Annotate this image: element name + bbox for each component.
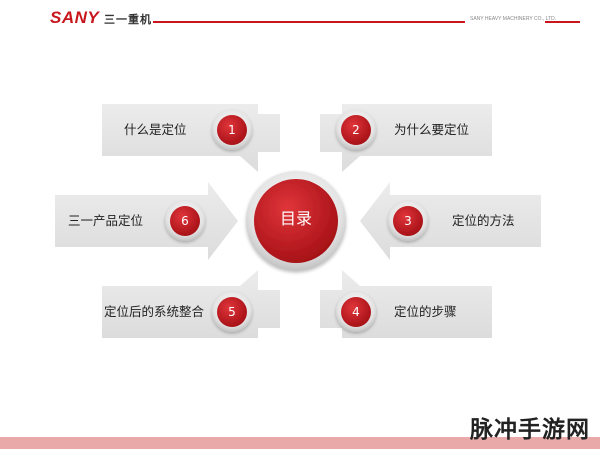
item-6-panel (55, 182, 238, 260)
header-rule (153, 21, 465, 23)
company-name: SANY HEAVY MACHINERY CO., LTD. (470, 16, 557, 22)
item-6-label: 三一产品定位 (68, 213, 144, 228)
item-5-number: 5 (228, 305, 236, 319)
item-2-number: 2 (352, 123, 360, 137)
item-1-label: 什么是定位 (124, 122, 187, 137)
footer-band (0, 437, 600, 449)
item-6-number: 6 (181, 214, 189, 228)
item-4-label: 定位的步骤 (394, 304, 457, 319)
item-2-label: 为什么要定位 (394, 122, 470, 137)
header: SANY 三一重机 SANY HEAVY MACHINERY CO., LTD. (0, 0, 600, 40)
toc-title: 目录 (279, 209, 312, 228)
item-3-label: 定位的方法 (452, 213, 515, 228)
item-4-number: 4 (352, 305, 360, 319)
header-rule-tail (545, 21, 580, 23)
item-1-panel (102, 104, 280, 172)
item-3-number: 3 (404, 214, 412, 228)
watermark: 脉冲手游网 (470, 417, 590, 443)
item-1-number: 1 (228, 123, 236, 137)
item-5-label: 定位后的系统整合 (104, 304, 205, 319)
logo-chinese-name: 三一重机 (104, 13, 152, 26)
sany-logo: SANY (50, 8, 100, 27)
